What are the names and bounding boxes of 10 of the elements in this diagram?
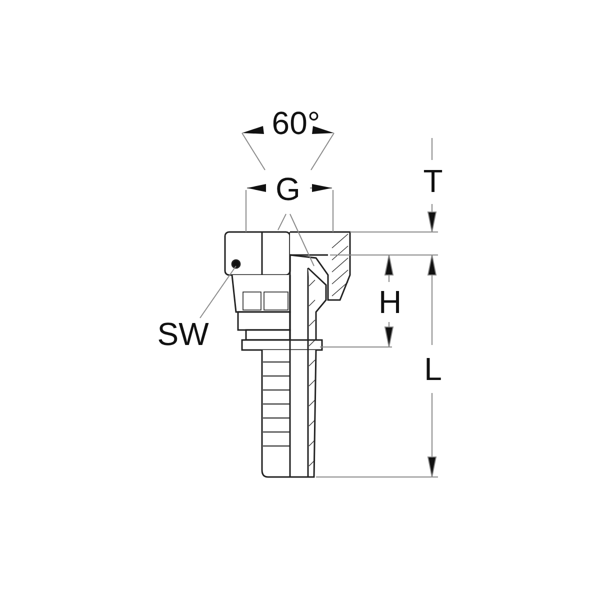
- dimension-label: 60°: [270, 104, 322, 142]
- leader-line: [278, 214, 286, 230]
- dimension-label: G: [272, 170, 304, 208]
- dimension-label: H: [377, 283, 403, 321]
- dimension-label: L: [423, 350, 443, 388]
- hose-fitting-drawing: [224, 231, 351, 478]
- leader-line: [200, 266, 236, 318]
- dimension-label: T: [422, 162, 444, 200]
- leader-line: [290, 214, 314, 266]
- dimension-label: SW: [155, 315, 211, 353]
